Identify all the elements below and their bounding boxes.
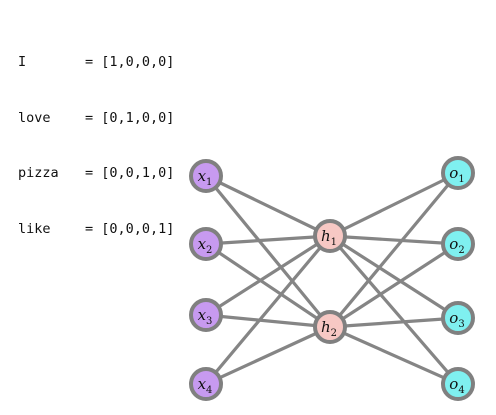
edge-hidden2-output4 bbox=[328, 325, 460, 386]
encoding-word: love bbox=[18, 109, 51, 126]
encoding-row: pizza = [0,0,1,0] bbox=[18, 164, 174, 183]
node-subscript: 2 bbox=[331, 328, 337, 339]
node-subscript: 2 bbox=[206, 245, 212, 256]
hidden-node-2: h2 bbox=[313, 310, 347, 344]
node-subscript: 1 bbox=[331, 237, 337, 248]
hidden-node-1: h1 bbox=[313, 219, 347, 253]
input-node-circle bbox=[189, 227, 223, 261]
hidden-node-circle bbox=[313, 310, 347, 344]
output-node-3: o3 bbox=[441, 301, 475, 335]
encoding-vector: [0,1,0,0] bbox=[101, 109, 175, 126]
input-node-3: x3 bbox=[189, 298, 223, 332]
encoding-word: pizza bbox=[18, 165, 59, 181]
edge-hidden1-output4 bbox=[328, 234, 460, 386]
network-nodes: x1 x2 x3 x4 h1 h2 o1 o2 o3 o4 bbox=[189, 156, 475, 401]
edge-input1-hidden1 bbox=[204, 174, 332, 238]
word-encoding-list: I = [1,0,0,0] love = [0,1,0,0] pizza = [0,0… bbox=[18, 16, 174, 257]
equals-sign: = bbox=[85, 220, 94, 237]
encoding-row: love = [0,1,0,0] bbox=[18, 109, 174, 128]
edge-input4-hidden2 bbox=[204, 325, 332, 386]
output-node-2: o2 bbox=[441, 227, 475, 261]
encoding-word: I bbox=[18, 54, 27, 70]
edge-input2-hidden2 bbox=[204, 242, 332, 329]
edge-hidden2-output3 bbox=[328, 316, 460, 329]
node-subscript: 3 bbox=[458, 319, 464, 330]
node-subscript: 1 bbox=[458, 174, 464, 185]
encoding-row: like = [0,0,0,1] bbox=[18, 220, 174, 239]
edge-hidden2-output2 bbox=[328, 242, 460, 329]
input-node-4: x4 bbox=[189, 367, 223, 401]
input-node-circle bbox=[189, 159, 223, 193]
equals-sign: = bbox=[85, 165, 94, 181]
edge-hidden1-output2 bbox=[328, 234, 460, 246]
edge-hidden1-output1 bbox=[328, 171, 460, 238]
node-subscript: 1 bbox=[206, 177, 212, 188]
equals-sign: = bbox=[85, 54, 94, 70]
encoding-row: I = [1,0,0,0] bbox=[18, 53, 174, 72]
edge-input3-hidden1 bbox=[204, 234, 332, 317]
encoding-vector: [0,0,1,0] bbox=[101, 165, 175, 181]
output-node-circle bbox=[441, 227, 475, 261]
node-subscript: 2 bbox=[458, 245, 464, 256]
input-node-circle bbox=[189, 367, 223, 401]
edge-hidden1-output3 bbox=[328, 234, 460, 320]
node-subscript: 4 bbox=[458, 385, 464, 396]
output-node-circle bbox=[441, 367, 475, 401]
node-subscript: 4 bbox=[206, 385, 212, 396]
edge-input1-hidden2 bbox=[204, 174, 332, 329]
hidden-node-circle bbox=[313, 219, 347, 253]
output-node-circle bbox=[441, 156, 475, 190]
encoding-vector: [0,0,0,1] bbox=[101, 220, 175, 237]
input-node-circle bbox=[189, 298, 223, 332]
encoding-vector: [1,0,0,0] bbox=[101, 54, 175, 70]
output-node-1: o1 bbox=[441, 156, 475, 190]
equals-sign: = bbox=[85, 109, 94, 126]
network-edges bbox=[204, 171, 460, 386]
input-node-2: x2 bbox=[189, 227, 223, 261]
input-node-1: x1 bbox=[189, 159, 223, 193]
output-node-circle bbox=[441, 301, 475, 335]
edge-input3-hidden2 bbox=[204, 313, 332, 329]
node-subscript: 3 bbox=[206, 316, 212, 327]
edge-input4-hidden1 bbox=[204, 234, 332, 386]
edge-input2-hidden1 bbox=[204, 234, 332, 246]
output-node-4: o4 bbox=[441, 367, 475, 401]
encoding-word: like bbox=[18, 220, 51, 237]
edge-hidden2-output1 bbox=[328, 171, 460, 329]
